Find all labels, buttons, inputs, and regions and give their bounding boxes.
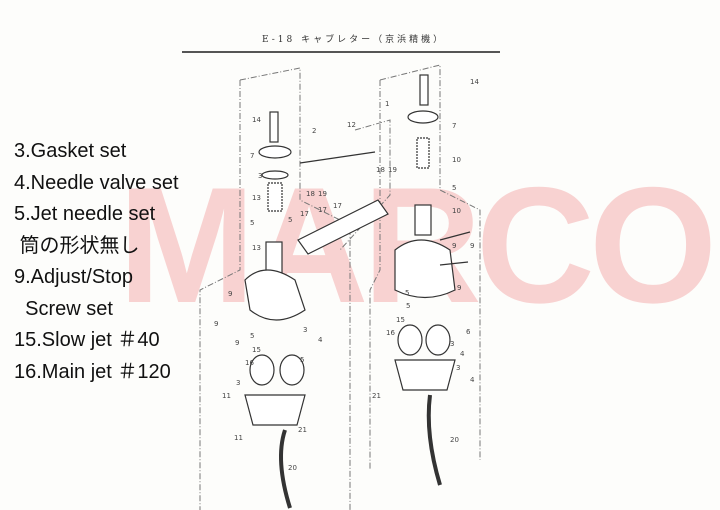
callout-number-right: 9: [470, 242, 474, 250]
parts-item: 3.Gasket set: [14, 140, 127, 162]
callout-number-left: 19: [318, 190, 327, 198]
callout-number-left: 3: [303, 326, 307, 334]
callout-number-right: 7: [452, 122, 456, 130]
callout-number-right: 3: [456, 364, 460, 372]
parts-item: Screw set: [14, 297, 113, 320]
parts-item: 16.Main jet ＃120: [14, 360, 171, 383]
right-carburetor: [394, 74, 471, 486]
callout-number-left: 3: [236, 379, 240, 387]
callout-number-left: 11: [222, 392, 231, 400]
callout-number-left: 4: [318, 336, 323, 344]
callout-number-left: 5: [250, 332, 254, 340]
callout-number-left: 5: [250, 219, 254, 227]
callout-number-left: 9: [214, 320, 218, 328]
callout-number-right: 4: [460, 350, 465, 358]
callout-number-right: 6: [466, 328, 471, 336]
callout-number-right: 10: [452, 156, 461, 164]
callout-number-left: 13: [252, 244, 261, 252]
callout-number-left: 18: [306, 190, 315, 198]
callout-number-right: 9: [457, 284, 461, 292]
callout-number-left: 9: [228, 290, 232, 298]
callout-number-left: 18: [376, 166, 385, 174]
callout-number-right: 5: [406, 302, 410, 310]
page-header: E-18 キャブレター（京浜精機）: [262, 35, 446, 45]
callout-number-left: 16: [245, 359, 254, 367]
header-rule: [182, 51, 500, 53]
left-carburetor: [244, 111, 389, 509]
callout-number-right: 15: [396, 316, 405, 324]
parts-item: 15.Slow jet ＃40: [14, 329, 160, 351]
callout-number-left: 19: [388, 166, 397, 174]
callout-number-left: 14: [252, 116, 261, 124]
callout-number-right: 21: [372, 392, 381, 400]
callout-number-left: 13: [252, 194, 261, 202]
callout-number-left: 9: [235, 339, 239, 347]
callout-number-right: 1: [385, 100, 389, 108]
callout-number-right: 5: [452, 184, 456, 192]
callout-number-left: 7: [250, 152, 254, 160]
callout-number-right: 14: [470, 78, 479, 86]
callout-number-left: 20: [288, 464, 297, 472]
parts-list: 3.Gasket set 4.Needle valve set 5.Jet need…: [14, 136, 179, 388]
callout-number-right: 9: [452, 242, 456, 250]
callout-number-left: 11: [234, 434, 243, 442]
parts-item: 4.Needle valve set: [14, 171, 179, 194]
callout-number-left: 3: [258, 172, 262, 180]
callout-number-right: 10: [452, 207, 461, 215]
callout-number-left: 2: [312, 127, 316, 135]
callout-number-left: 17: [333, 202, 342, 210]
callout-number-right: 5: [405, 289, 409, 297]
callout-number-left: 5: [288, 216, 292, 224]
callout-number-left: 17: [300, 210, 309, 218]
callout-number-right: 20: [450, 436, 459, 444]
dash-outline-right: [369, 64, 481, 470]
parts-item: 筒の形状無し: [14, 234, 140, 257]
callout-number-left: 12: [347, 121, 356, 129]
callout-number-left: 15: [252, 346, 261, 354]
parts-item: 9.Adjust/Stop: [14, 266, 133, 288]
callout-number-left: 17: [318, 206, 327, 214]
callout-number-left: 5: [300, 356, 304, 364]
callout-number-right: 4: [470, 376, 475, 384]
callout-number-right: 3: [450, 340, 454, 348]
callout-number-left: 21: [298, 426, 307, 434]
parts-item: 5.Jet needle set: [14, 203, 156, 225]
callout-number-right: 16: [386, 329, 395, 337]
